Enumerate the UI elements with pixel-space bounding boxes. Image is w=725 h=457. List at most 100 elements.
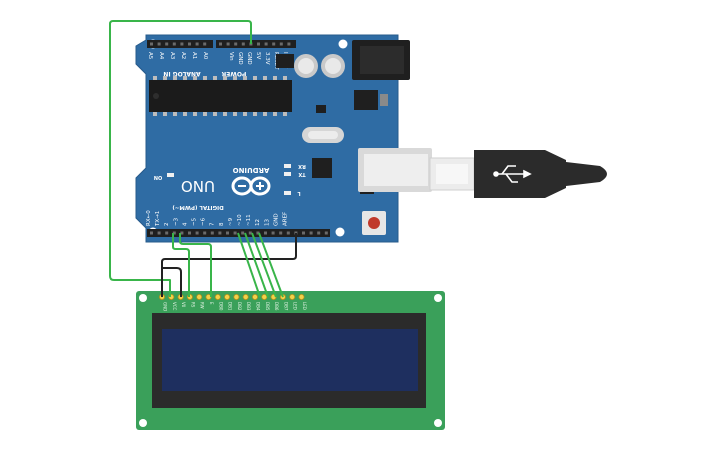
voltage-regulator bbox=[354, 90, 378, 110]
header-pin-hole bbox=[317, 231, 321, 235]
header-pin-hole bbox=[172, 42, 176, 46]
power-jack-inner bbox=[360, 46, 404, 74]
usb-port-inner bbox=[364, 154, 428, 186]
analog-pin-label: A5 bbox=[147, 52, 153, 60]
capacitor-top bbox=[298, 58, 314, 74]
chip-leg bbox=[283, 76, 287, 80]
on-led bbox=[167, 173, 174, 177]
lcd-pin-label: RW bbox=[200, 302, 205, 309]
lcd-pin-pad bbox=[214, 293, 221, 300]
digital-header-label: DIGITAL (PWM~) bbox=[172, 204, 224, 210]
digital-pin-label: ~3 bbox=[173, 217, 179, 226]
board-model-label: UNO bbox=[181, 177, 215, 195]
chip-leg bbox=[263, 76, 267, 80]
wire-d10-to-lcd-db6 bbox=[251, 232, 277, 298]
header-pin-hole bbox=[279, 231, 283, 235]
header-pin-hole bbox=[157, 231, 161, 235]
power-pin-label: 5V bbox=[255, 52, 261, 59]
usb-plug-metal-inner bbox=[436, 164, 468, 184]
on-led-label: ON bbox=[154, 174, 162, 180]
chip-leg bbox=[183, 76, 187, 80]
header-pin-hole bbox=[210, 231, 214, 235]
header-pin-hole bbox=[172, 231, 176, 235]
chip-leg bbox=[233, 76, 237, 80]
chip-leg bbox=[163, 112, 167, 116]
header-pin-hole bbox=[324, 231, 328, 235]
wire-5v-to-lcd-vcc bbox=[109, 20, 252, 297]
header-pin-hole bbox=[150, 42, 153, 46]
board-brand-label: ARDUINO bbox=[233, 166, 270, 174]
header-pin-hole bbox=[180, 231, 184, 235]
usb-cable bbox=[429, 150, 607, 198]
chip-leg bbox=[203, 112, 207, 116]
header-pin-hole bbox=[226, 231, 229, 235]
wire-d8-to-lcd-db4 bbox=[237, 232, 261, 298]
analog-pin-label: A3 bbox=[169, 52, 175, 60]
lcd-screen bbox=[162, 329, 418, 391]
header-pin-hole bbox=[165, 231, 169, 235]
digital-pin-label: GND bbox=[273, 213, 279, 226]
lcd-mount-hole bbox=[434, 294, 442, 302]
lcd-pin-pad bbox=[298, 293, 305, 300]
header-pin-hole bbox=[203, 42, 207, 46]
rx-led bbox=[284, 164, 291, 168]
lcd-pin-label: DB4 bbox=[256, 302, 261, 311]
lcd-pin-pad bbox=[224, 293, 231, 300]
lcd-pin-label: GND bbox=[163, 302, 168, 311]
power-pin-label: GND bbox=[246, 52, 252, 65]
header-pin-hole bbox=[195, 42, 199, 46]
usb-icon bbox=[493, 165, 532, 183]
header-pin-hole bbox=[233, 231, 237, 235]
lcd-pin-label: DB1 bbox=[228, 302, 233, 311]
chip-leg bbox=[253, 112, 257, 116]
chip-notch bbox=[153, 93, 159, 99]
chip-leg bbox=[153, 112, 157, 116]
digital-pin-label: AREF bbox=[283, 212, 289, 226]
lcd-pin-label: V0 bbox=[181, 302, 186, 308]
capacitor-top bbox=[325, 58, 341, 74]
header-pin-hole bbox=[188, 42, 191, 46]
power-pin-label: GND bbox=[237, 52, 243, 65]
tx-led bbox=[284, 172, 291, 176]
header-pin-hole bbox=[195, 231, 199, 235]
chip-leg bbox=[233, 112, 237, 116]
digital-pin-label: 4 bbox=[182, 222, 188, 226]
lcd-pin-pad bbox=[196, 293, 203, 300]
lcd-pin-label: DB7 bbox=[283, 302, 288, 311]
lcd-pin-label: RS bbox=[190, 302, 195, 308]
header-pin-hole bbox=[165, 42, 169, 46]
chip-leg bbox=[243, 112, 247, 116]
board-mount-hole bbox=[338, 39, 348, 49]
lcd-mount-hole bbox=[139, 294, 147, 302]
smd-component bbox=[316, 105, 326, 113]
chip-leg bbox=[243, 76, 247, 80]
wire-gnd-to-lcd-rw bbox=[162, 267, 182, 297]
header-pin-hole bbox=[257, 42, 260, 46]
chip-leg bbox=[283, 112, 287, 116]
lcd-pin-label: DB5 bbox=[265, 302, 270, 311]
header-pin-hole bbox=[264, 231, 267, 235]
chip-leg bbox=[213, 112, 217, 116]
header-pin-hole bbox=[226, 42, 230, 46]
power-pin-label: Vin bbox=[228, 52, 234, 61]
lcd-pin-label: E bbox=[209, 302, 214, 305]
tx-led-label: TX bbox=[298, 171, 305, 177]
analog-pin-label: A2 bbox=[180, 52, 186, 59]
crystal-inner bbox=[308, 131, 338, 139]
chip-leg bbox=[263, 112, 267, 116]
analog-header bbox=[147, 40, 213, 48]
usb-cable-end bbox=[566, 162, 607, 186]
arduino-uno-board: ANALOG IN POWER A0A1A2A3A4A5IOREFRESET3.… bbox=[135, 34, 432, 243]
reset-button-cap bbox=[368, 217, 380, 229]
header-pin-hole bbox=[241, 231, 245, 235]
lcd-pin-label: DB0 bbox=[218, 302, 223, 311]
header-pin-hole bbox=[234, 42, 238, 46]
header-pin-hole bbox=[203, 231, 207, 235]
header-pin-hole bbox=[241, 42, 245, 46]
wire-gnd-to-lcd-gnd bbox=[161, 233, 297, 297]
power-header-label: POWER bbox=[221, 70, 246, 77]
chip-leg bbox=[273, 76, 277, 80]
lcd-mount-hole bbox=[139, 419, 147, 427]
digital-pin-label: 7 bbox=[210, 222, 216, 226]
